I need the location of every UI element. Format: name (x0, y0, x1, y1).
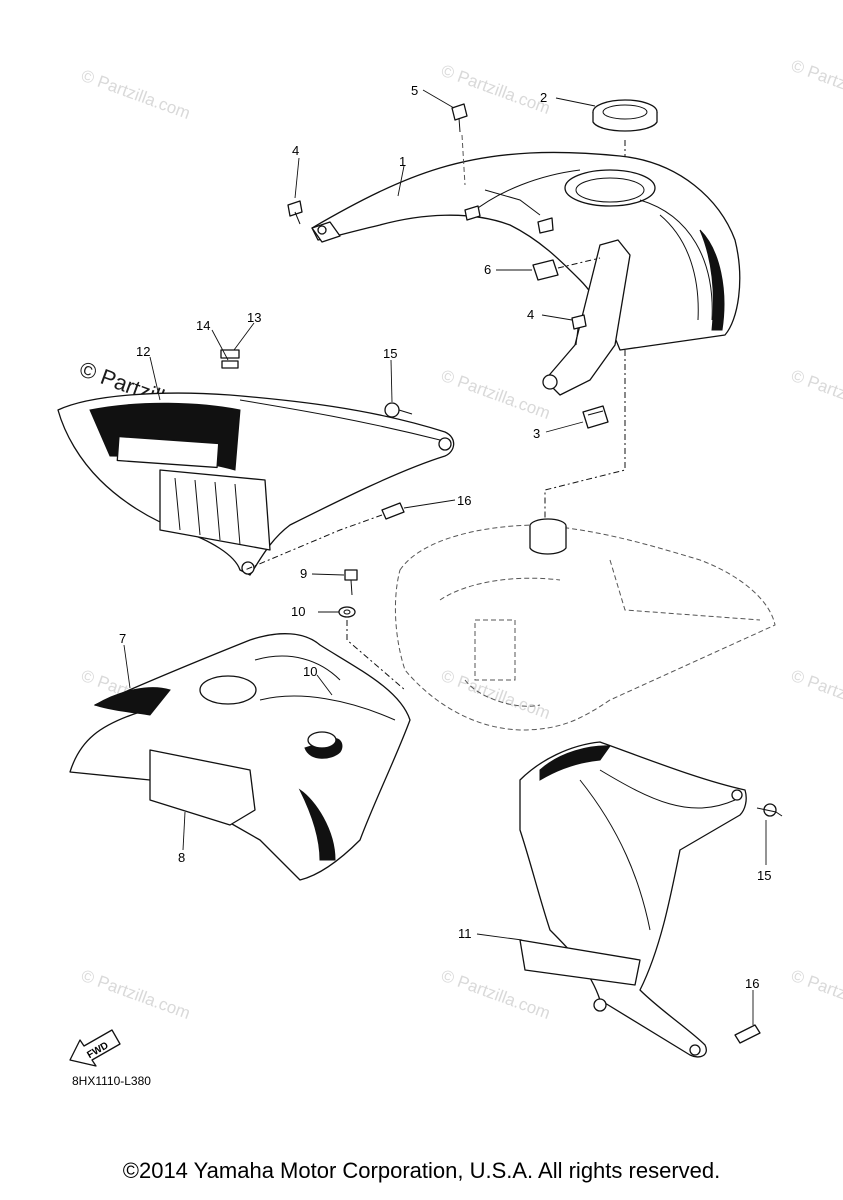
watermark: © Partzilla.com (79, 966, 193, 1023)
leader-lines (123, 89, 767, 1025)
callout-numbers: 1 2 3 4 4 5 6 7 8 9 10 10 11 12 13 14 15… (119, 83, 771, 991)
callout-10-upper: 10 (291, 604, 305, 619)
callout-11: 11 (458, 926, 472, 941)
part-12-left-side-panel (57, 392, 455, 576)
callout-9: 9 (300, 566, 307, 581)
callout-6: 6 (484, 262, 491, 277)
callout-16-right: 16 (745, 976, 759, 991)
callout-4-upper: 4 (292, 143, 299, 158)
callout-13: 13 (247, 310, 261, 325)
watermark: © Partzilla.com (439, 366, 553, 423)
callout-5: 5 (411, 83, 418, 98)
callout-10-lower: 10 (303, 664, 317, 679)
part-11-right-side-panel (519, 741, 747, 1058)
part-6-clip (532, 257, 601, 281)
callout-3: 3 (533, 426, 540, 441)
part-2-cap-seal (592, 99, 658, 132)
part-13-grommet (220, 349, 240, 369)
callout-16-left: 16 (457, 493, 471, 508)
callout-15-right: 15 (757, 868, 771, 883)
part-9-bolt (344, 569, 358, 596)
part-8-lower-cowl (149, 749, 336, 861)
part-4-bolt-upper (287, 200, 303, 225)
part-15-screw-right (756, 803, 783, 817)
part-1-tank-top-cover (311, 151, 741, 396)
fuel-tank-outline (394, 518, 776, 731)
callout-4-lower: 4 (527, 307, 534, 322)
callout-15-left: 15 (383, 346, 397, 361)
watermark: © Partzilla.com (789, 366, 843, 423)
callout-12: 12 (136, 344, 150, 359)
callout-8: 8 (178, 850, 185, 865)
copyright-notice: ©2014 Yamaha Motor Corporation, U.S.A. A… (122, 1158, 721, 1183)
part-16-screw-right (734, 1024, 761, 1044)
part-7-front-cowl (69, 633, 411, 881)
callout-7: 7 (119, 631, 126, 646)
diagram-code: 8HX1110-L380 (72, 1074, 151, 1088)
part-5-screw (451, 103, 468, 186)
watermark: © Partzilla.com (789, 666, 843, 723)
watermark: © Partzilla.com (789, 966, 843, 1023)
part-3-clip (582, 405, 609, 429)
watermark: © Partzilla.com (789, 56, 843, 113)
fwd-arrow-icon: FWD (69, 1029, 121, 1067)
callout-1: 1 (399, 154, 406, 169)
part-15-screw-left (384, 402, 413, 418)
watermark: © Partzilla.com (439, 966, 553, 1023)
part-16-screw-left (244, 502, 405, 571)
callout-14: 14 (196, 318, 210, 333)
part-4-bolt-lower (571, 314, 587, 346)
callout-2: 2 (540, 90, 547, 105)
watermark: © Partzilla.com (439, 666, 553, 723)
watermark: © Partzilla.com (79, 66, 193, 123)
